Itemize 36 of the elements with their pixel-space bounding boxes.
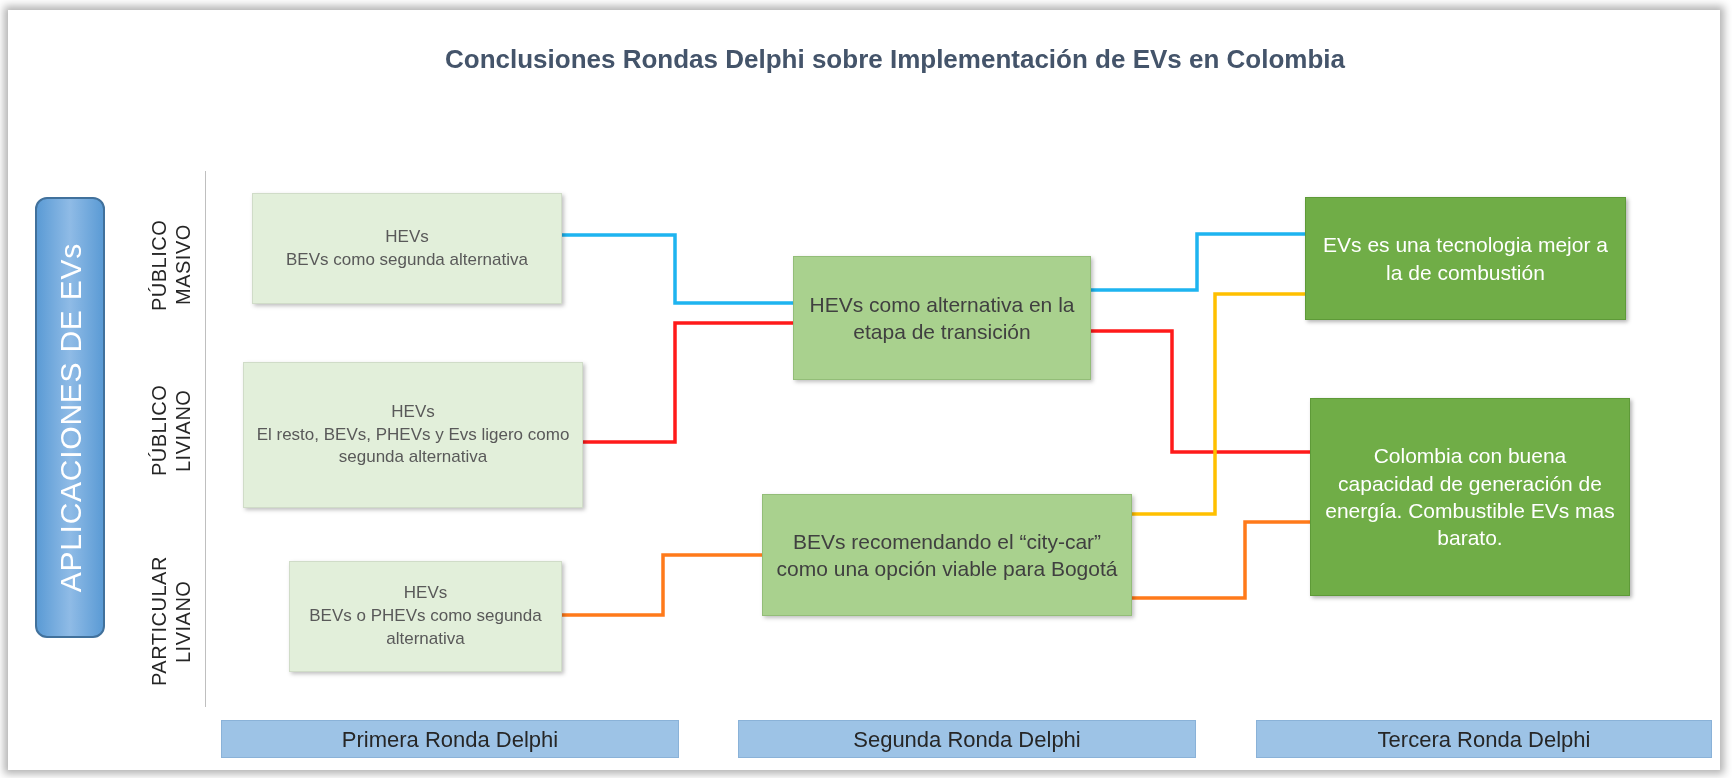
- box-text: HEVs: [391, 400, 435, 423]
- connector-line: [1132, 520, 1310, 600]
- box-text: Primera Ronda Delphi: [341, 725, 559, 754]
- box-text: BEVs o PHEVs como segunda alternativa: [308, 605, 543, 650]
- title: Conclusiones Rondas Delphi sobre Implementación de EVs en Colombia: [443, 43, 1347, 76]
- result-box: [252, 193, 562, 304]
- box-text: Tercera Ronda Delphi: [1377, 725, 1591, 754]
- result-box: [793, 256, 1091, 380]
- box-text: HEVs: [385, 225, 429, 248]
- box-text: Segunda Ronda Delphi: [853, 725, 1081, 754]
- connector-line: [562, 553, 762, 617]
- category-pill: [35, 197, 105, 638]
- conclusion-box: [1310, 398, 1630, 596]
- row-label: PARTICULAR LIVIANO: [147, 555, 195, 689]
- box-text: El resto, BEVs, PHEVs y Evs ligero como segunda alternativa: [256, 423, 570, 469]
- box-text: BEVs como segunda alternativa: [286, 248, 528, 271]
- box-text: BEVs recomendando el “city-car” como una opción viable para Bogotá: [775, 528, 1119, 582]
- box-text: HEVs: [403, 582, 448, 605]
- box-text: HEVs como alternativa en la etapa de transición: [808, 291, 1076, 345]
- box-text: APLICACIONES DE EVs: [52, 242, 88, 593]
- result-box: [762, 494, 1132, 616]
- connector-line: [1132, 292, 1305, 516]
- connector-line: [1091, 329, 1310, 454]
- round-bar: [221, 720, 679, 758]
- result-box: [289, 561, 562, 672]
- conclusion-box: [1305, 197, 1626, 320]
- connector-line: [562, 233, 793, 305]
- connector-line: [1091, 232, 1305, 292]
- row-label: PÚBLICO MASIVO: [147, 218, 195, 313]
- connector-line: [583, 321, 793, 444]
- result-box: [243, 362, 583, 508]
- box-text: EVs es una tecnologia mejor a la de combustión: [1322, 232, 1609, 286]
- row-label: PÚBLICO LIVIANO: [147, 383, 195, 479]
- round-bar: [738, 720, 1196, 758]
- round-bar: [1256, 720, 1712, 758]
- box-text: Colombia con buena capacidad de generación de energía. Combustible EVs mas barato.: [1324, 443, 1616, 552]
